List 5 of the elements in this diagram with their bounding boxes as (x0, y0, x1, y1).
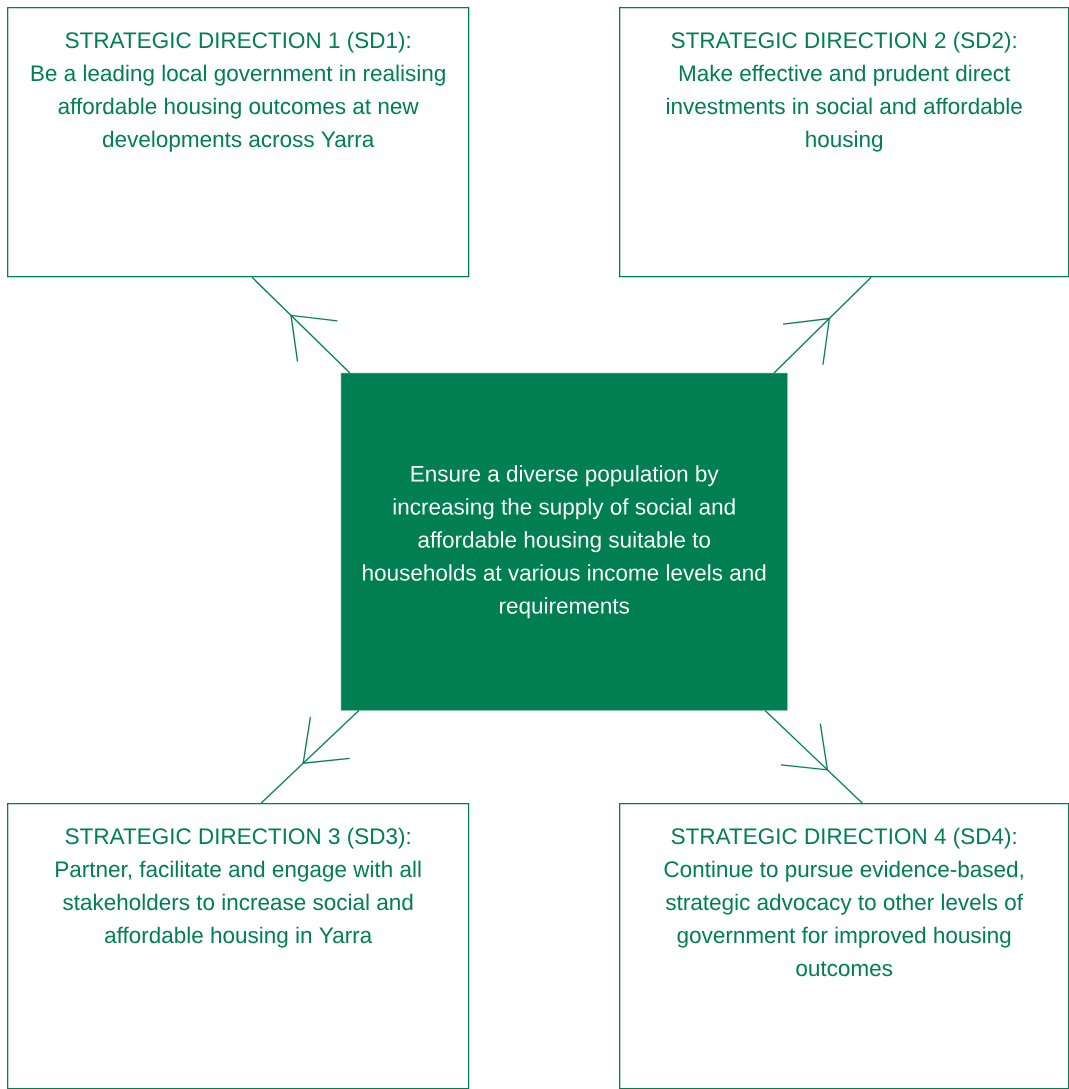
strategy-box: STRATEGIC DIRECTION 4 (SD4): Continue to pursue evidence-based, strategic advocacy to other levels of government for improved housing outcomes (619, 803, 1069, 1089)
goal-box: Ensure a diverse population by increasing the supply of social and affordable housing suitable to households at various income levels and requirements (341, 373, 788, 711)
strategy-box: STRATEGIC DIRECTION 1 (SD1): Be a leading local government in realising affordable housing outcomes at new developments across Yarra (7, 7, 470, 278)
strategy-box: STRATEGIC DIRECTION 3 (SD3): Partner, facilitate and engage with all stakeholders to increase social and affordable housing in Yarra (7, 803, 470, 1089)
strategy-box: STRATEGIC DIRECTION 2 (SD2): Make effective and prudent direct investments in social and affordable housing (619, 7, 1069, 278)
